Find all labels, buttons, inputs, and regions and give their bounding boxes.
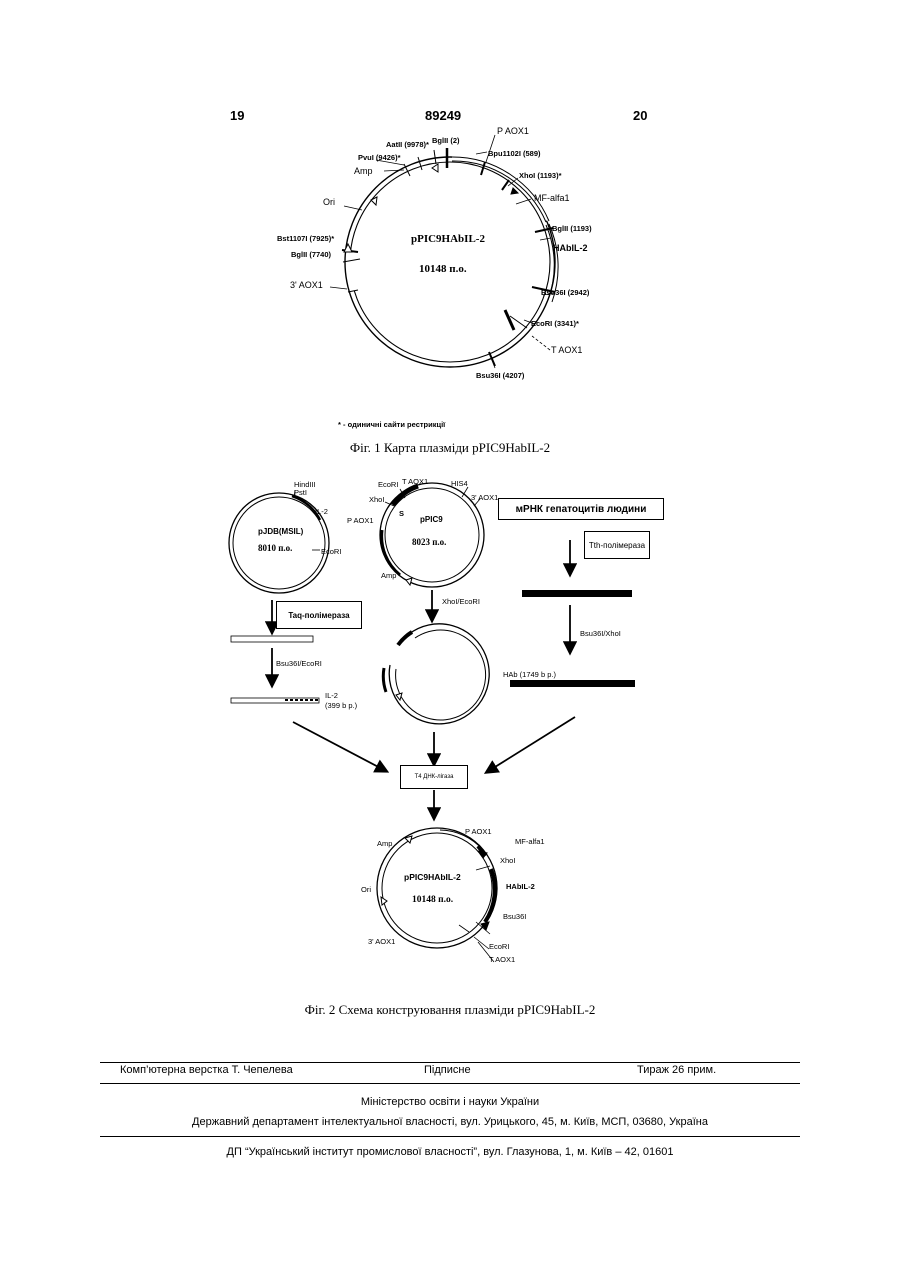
fig2-pjdb-ecori: EcoRI	[321, 548, 341, 556]
fig1-plasmid-size: 10148 п.о.	[419, 264, 467, 275]
fig2-final-habil2: HAbIL-2	[506, 883, 535, 891]
fig1-label-mf-alfa1: MF-alfa1	[534, 194, 570, 203]
footer-institute: ДП “Український інститут промислової вла…	[0, 1146, 900, 1158]
fig2-final-xhoi: XhoI	[500, 857, 515, 865]
fig2-ppic9-amp: Amp	[381, 572, 396, 580]
fig2-mrna-box: мРНК гепатоцитів людини	[498, 498, 664, 520]
fig2-final-ori: Ori	[361, 886, 371, 894]
fig2-ppic9-xhoi: XhoI	[369, 496, 384, 504]
footer-layout-credit: Комп’ютерна верстка Т. Чепелева	[120, 1064, 293, 1076]
fig2-final-ecori: EcoRI	[489, 943, 509, 951]
fig2-pjdb-name: pJDB(MSIL)	[258, 528, 303, 536]
fig2-final-name: pPIC9HAbIL-2	[404, 873, 461, 882]
fig1-label-3-aox1: 3' AOX1	[290, 281, 323, 290]
fig2-ppic9-s: S	[399, 510, 404, 518]
footer-signed: Підписне	[424, 1064, 471, 1076]
fig2-final-amp: Amp	[377, 840, 392, 848]
fig2-pjdb-psti: PstI	[294, 489, 307, 497]
fig1-label-t-aox1: T AOX1	[551, 346, 582, 355]
footer-department: Державний департамент інтелектуальної вл…	[0, 1116, 900, 1128]
footer-rule-middle	[100, 1083, 800, 1084]
footer-rule-top	[100, 1062, 800, 1063]
fig2-ppic9-p-aox1: P AOX1	[347, 517, 374, 525]
fig1-label-bglii-1193: BglII (1193)	[552, 225, 592, 233]
fig2-ppic9-t-aox1: T AOX1	[402, 478, 428, 486]
fig1-label-pvui: PvuI (9426)*	[358, 154, 401, 162]
fig1-label-bst1107i: Bst1107I (7925)*	[277, 235, 334, 243]
footer-print-run: Тираж 26 прим.	[637, 1064, 716, 1076]
fig1-label-aatii: AatII (9978)*	[386, 141, 429, 149]
fig1-label-amp: Amp	[354, 167, 373, 176]
fig2-il2-fragment: IL-2	[325, 692, 338, 700]
fig2-pjdb-size: 8010 п.о.	[258, 544, 292, 553]
footer-ministry: Міністерство освіти і науки України	[0, 1096, 900, 1108]
fig2-xhoi-ecori: XhoI/EcoRI	[442, 598, 480, 606]
fig2-bsu-ecori: Bsu36I/EcoRI	[276, 660, 322, 668]
fig2-il2-fragment-size: (399 b p.)	[325, 702, 357, 710]
fig2-taq-box: Taq-полімераза	[276, 601, 362, 629]
fig1-footnote: * - одиничні сайти рестрикції	[338, 421, 445, 429]
fig2-final-bsu36i: Bsu36I	[503, 913, 526, 921]
fig2-ppic9-ecori: EcoRI	[378, 481, 398, 489]
fig2-final-t-aox1: T AOX1	[489, 956, 515, 964]
fig1-label-bsu36i-4207: Bsu36I (4207)	[476, 372, 524, 380]
fig2-ppic9-name: pPIC9	[420, 516, 443, 524]
fig2-final-3-aox1: 3' AOX1	[368, 938, 395, 946]
fig1-label-ecori: EcoRI (3341)*	[531, 320, 579, 328]
fig1-label-xhoi: XhoI (1193)*	[519, 172, 562, 180]
fig2-pjdb-il2: IL-2	[315, 508, 328, 516]
fig2-scheme	[229, 483, 635, 962]
fig2-ligase-box: T4 ДНК-лігаза	[400, 765, 468, 789]
fig1-label-bglii-7740: BglII (7740)	[291, 251, 331, 259]
fig2-ppic9-his4: HIS4	[451, 480, 468, 488]
fig1-label-bsu36i-2942: Bsu36I (2942)	[541, 289, 589, 297]
fig2-caption: Фіг. 2 Схема конструювання плазміди pPIC…	[0, 1002, 900, 1018]
fig1-label-habil2: HAbIL-2	[553, 244, 588, 253]
fig1-plasmid-name: pPIC9HAbIL-2	[411, 234, 485, 245]
fig1-label-bpu1102i: Bpu1102I (589)	[488, 150, 541, 158]
footer-rule-bottom	[100, 1136, 800, 1137]
fig2-ppic9-3-aox1: 3' AOX1	[471, 494, 498, 502]
fig2-final-mf-alfa1: MF-alfa1	[515, 838, 545, 846]
fig2-tth-box: Tth-полімераза	[584, 531, 650, 559]
fig1-label-p-aox1: P AOX1	[497, 127, 529, 136]
fig2-bsu-xhoi: Bsu36I/XhoI	[580, 630, 621, 638]
fig2-final-size: 10148 п.о.	[412, 896, 453, 906]
fig2-hab-fragment: HAb (1749 b p.)	[503, 671, 556, 679]
fig1-caption: Фіг. 1 Карта плазміди pPIC9HabIL-2	[0, 440, 900, 456]
fig2-ppic9-size: 8023 п.о.	[412, 538, 446, 547]
fig1-label-ori: Ori	[323, 198, 335, 207]
fig1-label-bglii-2: BglII (2)	[432, 137, 460, 145]
fig2-final-p-aox1: P AOX1	[465, 828, 492, 836]
